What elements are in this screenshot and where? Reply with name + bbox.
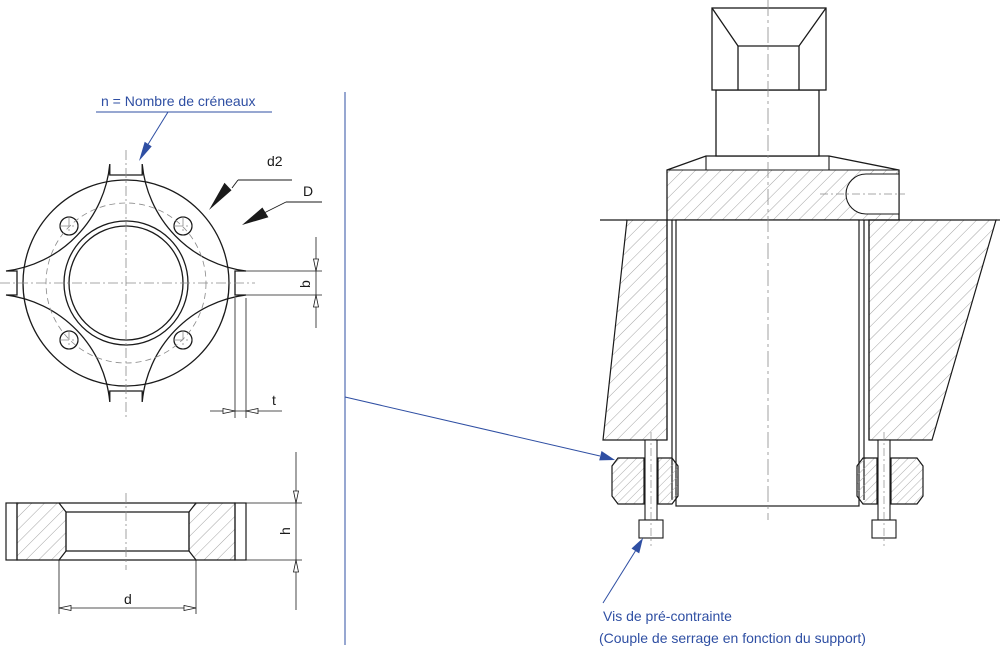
support-left <box>602 219 668 441</box>
assembly-lower-nut-right <box>856 432 924 546</box>
slots-callout: n = Nombre de créneaux <box>96 93 272 161</box>
assembly-head <box>666 155 905 221</box>
nut-section-left <box>16 502 67 561</box>
pitch-diameter-callout: d2 <box>209 153 292 210</box>
inner-diameter-label: d <box>124 591 132 607</box>
outer-diameter-callout: D <box>242 183 322 225</box>
assembly-lower-nut-left <box>611 432 679 546</box>
screw-title: Vis de pré-contrainte <box>603 608 732 624</box>
slot-width-dimension <box>246 237 322 328</box>
screw-callout: Vis de pré-contrainte (Couple de serrage… <box>599 538 866 646</box>
slot-depth-label: t <box>272 392 276 408</box>
height-label: h <box>277 527 293 535</box>
slot-width-label: b <box>297 280 313 288</box>
nut-side-section <box>5 493 247 570</box>
hex-nut <box>711 7 827 91</box>
assembly-upper <box>711 7 827 157</box>
cylinder-body <box>675 219 860 507</box>
nut-outer-contour <box>5 163 247 403</box>
slots-label: n = Nombre de créneaux <box>101 93 255 109</box>
nut-section-right <box>188 502 236 561</box>
pitch-diameter-label: d2 <box>267 153 283 169</box>
outer-diameter-label: D <box>303 183 313 199</box>
nut-front-centerlines <box>0 150 255 418</box>
inner-diameter-dimension <box>58 560 197 614</box>
spindle <box>715 89 820 157</box>
height-dimension <box>246 452 302 610</box>
support-right <box>868 219 997 441</box>
slot-depth-dimension <box>210 298 282 418</box>
assembly-connector <box>344 396 615 461</box>
screw-note: (Couple de serrage en fonction du suppor… <box>599 630 866 646</box>
assembly-cylinder <box>666 219 870 507</box>
